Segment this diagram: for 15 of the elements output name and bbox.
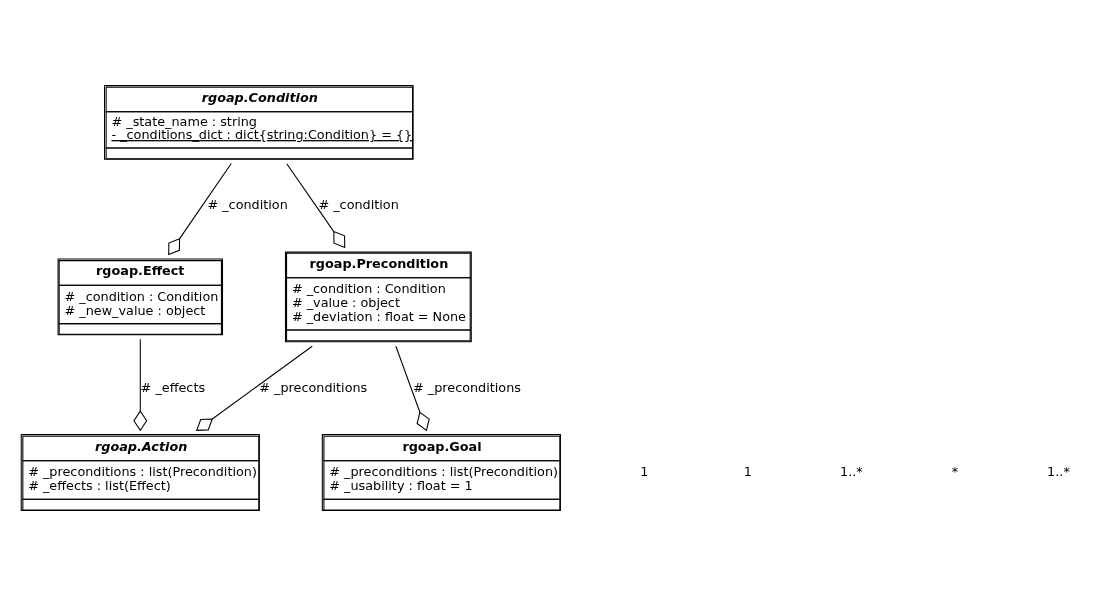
label: 1 xyxy=(743,463,752,479)
edge-label: # _preconditions xyxy=(259,379,368,395)
edge-label: # _condition xyxy=(207,196,288,212)
label: 1..* xyxy=(840,463,863,479)
edge-label: # _condition xyxy=(318,196,399,212)
label: 1 xyxy=(640,463,649,479)
connector xyxy=(133,338,148,432)
edge-label: # _effects xyxy=(140,379,206,395)
connector xyxy=(168,162,232,256)
label: 1..* xyxy=(1047,463,1070,479)
connector xyxy=(286,163,346,249)
connector xyxy=(195,345,313,431)
label: * xyxy=(951,463,959,479)
connector xyxy=(395,345,430,432)
edge-label: # _preconditions xyxy=(412,379,521,395)
